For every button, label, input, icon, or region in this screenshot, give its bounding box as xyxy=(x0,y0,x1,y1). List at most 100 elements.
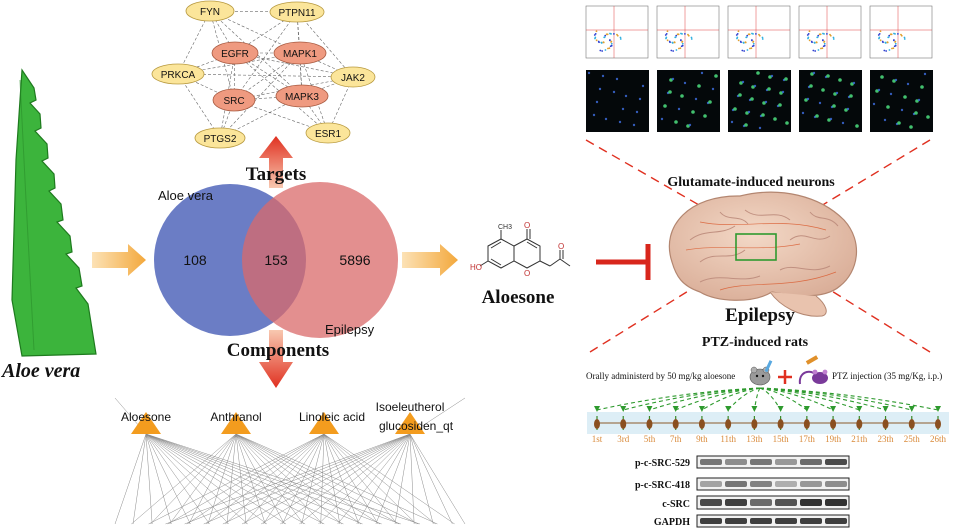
dosing-arrowhead xyxy=(672,406,679,412)
timeline-marker xyxy=(620,419,627,429)
venn-circle-epilepsy xyxy=(242,182,398,338)
svg-text:PTPN11: PTPN11 xyxy=(278,8,315,19)
dosing-arrowhead xyxy=(935,406,941,412)
plus-icon xyxy=(778,370,792,384)
timeline-day-label: 26th xyxy=(930,434,947,444)
venn-right-count: 5896 xyxy=(339,252,370,268)
svg-text:MAPK3: MAPK3 xyxy=(285,92,319,103)
down-arrow-icon xyxy=(259,330,293,388)
dosing-arrowhead xyxy=(803,406,810,412)
compound-name: Aloesone xyxy=(482,287,555,308)
blot-band xyxy=(700,518,722,524)
dose-text: Orally administerd by 50 mg/kg aloesone xyxy=(586,371,735,381)
dosing-arrow xyxy=(701,387,761,411)
dosing-arrowhead xyxy=(882,406,889,412)
dosing-arrow xyxy=(649,387,761,411)
component-triangle xyxy=(221,412,251,434)
timeline-marker xyxy=(908,419,915,429)
component-isoeleutherol-line2: glucosiden_qt xyxy=(379,419,454,433)
flow-panel xyxy=(798,5,862,59)
svg-text:EGFR: EGFR xyxy=(221,49,249,60)
blot-band xyxy=(775,459,797,465)
timeline-marker xyxy=(856,419,863,429)
blot-band xyxy=(750,481,772,487)
timeline-marker xyxy=(830,419,837,429)
brain-focus-box xyxy=(735,233,777,261)
network-node-esr1: ESR1 xyxy=(305,122,351,144)
timeline-marker xyxy=(698,419,705,429)
aloe-plant-illustration xyxy=(11,68,97,357)
dosing-arrowhead xyxy=(856,406,863,412)
dosing-arrow xyxy=(759,387,834,411)
venn-left-label: Aloe vera xyxy=(158,188,214,203)
up-arrow-icon xyxy=(259,136,293,188)
flow-panel xyxy=(727,5,791,59)
svg-text:PTGS2: PTGS2 xyxy=(204,134,237,145)
timeline-marker xyxy=(594,419,600,429)
fluorescence-panel xyxy=(586,70,649,132)
component-linoleic-acid: Linoleic acid xyxy=(299,410,365,424)
venn-right-label: Epilepsy xyxy=(325,322,375,337)
blot-band xyxy=(725,481,747,487)
timeline-ticks xyxy=(594,416,941,430)
timeline-day-label: 21th xyxy=(851,434,868,444)
dosing-arrowhead xyxy=(594,406,600,412)
blot-band xyxy=(775,481,797,487)
component-triangle xyxy=(309,412,339,434)
blot-band xyxy=(775,518,797,524)
right-arrow-icon xyxy=(92,244,146,276)
timeline-marker xyxy=(803,419,810,429)
blot-band xyxy=(825,499,847,506)
components-network: Aloesone Anthranol Linoleic acid Isoeleu… xyxy=(114,397,466,525)
blot-band xyxy=(725,518,747,524)
blot-band xyxy=(825,459,847,465)
rats-label: PTZ-induced rats xyxy=(702,335,809,350)
dosing-arrow xyxy=(727,387,761,411)
blot-band xyxy=(700,481,722,487)
svg-text:PRKCA: PRKCA xyxy=(161,70,196,81)
targets-title: Targets xyxy=(246,164,307,185)
fluorescence-panel xyxy=(870,70,933,132)
fluorescence-panel xyxy=(728,70,791,132)
dosing-arrow xyxy=(759,387,939,411)
rat-icon xyxy=(749,360,773,386)
component-triangle xyxy=(395,412,425,434)
timeline-day-label: 5th xyxy=(644,434,656,444)
venn-overlap-count: 153 xyxy=(264,252,288,268)
dosing-arrow xyxy=(759,387,782,411)
venn-left-count: 108 xyxy=(183,252,207,268)
dosing-arrowhead xyxy=(620,406,627,412)
blot-band xyxy=(800,499,822,506)
blot-band xyxy=(800,518,822,524)
brain-label: Epilepsy xyxy=(725,305,795,326)
timeline-marker xyxy=(935,419,941,429)
fluorescence-panel xyxy=(799,70,862,132)
blot-band xyxy=(775,499,797,506)
timeline-day-label: 7th xyxy=(670,434,682,444)
dosing-arrowhead xyxy=(751,406,758,412)
blot-band-label: p-c-SRC-529 xyxy=(635,458,690,469)
aloesone-structure xyxy=(479,229,571,269)
network-node-mapk3: MAPK3 xyxy=(275,84,329,108)
timeline-day-label: 11th xyxy=(720,434,736,444)
fluorescence-images xyxy=(586,70,933,132)
aloe-leaf xyxy=(11,68,97,357)
blot-band xyxy=(800,481,822,487)
svg-text:SRC: SRC xyxy=(223,96,244,107)
timeline-day-label: 1st xyxy=(592,434,603,444)
network-node-src: SRC xyxy=(212,88,256,112)
timeline-marker xyxy=(882,419,889,429)
atom-oxygen: O xyxy=(524,269,530,278)
timeline-day-label: 23th xyxy=(878,434,895,444)
dosing-arrowhead xyxy=(830,406,837,412)
timeline-day-label: 15th xyxy=(773,434,790,444)
timeline-day-label: 25th xyxy=(904,434,921,444)
svg-text:FYN: FYN xyxy=(200,7,220,18)
timeline-marker xyxy=(751,419,758,429)
brain-illustration xyxy=(668,191,858,317)
timeline-marker xyxy=(725,419,732,429)
